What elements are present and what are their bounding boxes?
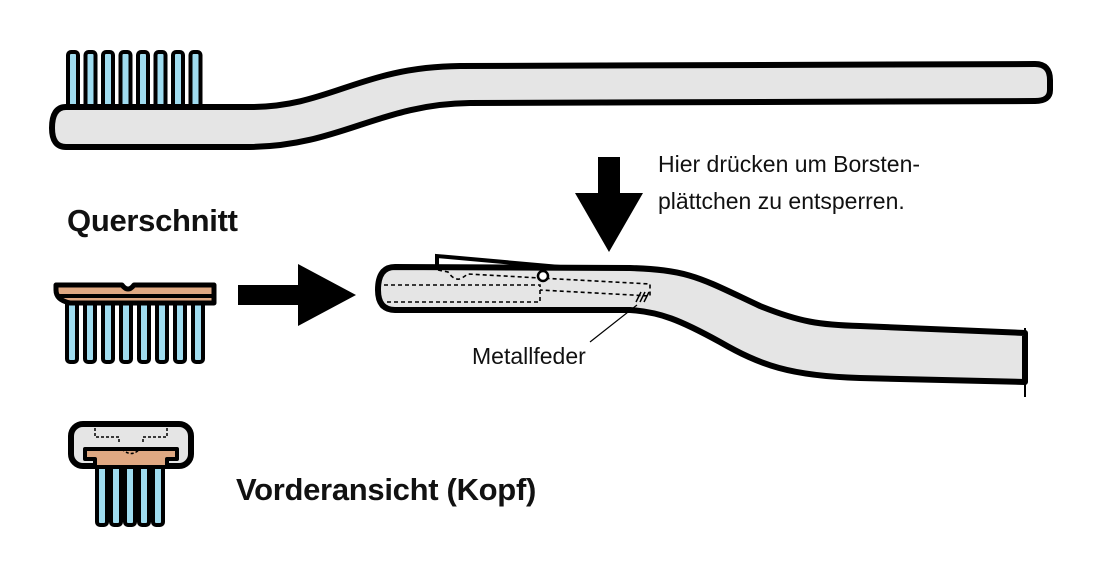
bristle bbox=[83, 298, 97, 364]
bristle bbox=[191, 298, 205, 364]
bristle bbox=[118, 50, 133, 114]
bristle bbox=[65, 298, 79, 364]
bristle bbox=[137, 298, 151, 364]
instruction-text-line2: plättchen zu entsperren. bbox=[658, 188, 905, 214]
bristle bbox=[153, 50, 168, 114]
bristle bbox=[173, 298, 187, 364]
bristle bbox=[109, 460, 123, 527]
bristle bbox=[151, 460, 165, 527]
bristle bbox=[137, 460, 151, 527]
spring-leader-line bbox=[589, 304, 638, 343]
cross-section-handle bbox=[375, 264, 1028, 385]
bristle bbox=[155, 298, 169, 364]
bristle bbox=[95, 460, 109, 527]
down-arrow-icon bbox=[575, 157, 643, 252]
front-view-head bbox=[68, 421, 194, 527]
bristle bbox=[136, 50, 150, 114]
right-arrow-icon bbox=[238, 264, 356, 326]
cross-section-toothbrush bbox=[375, 253, 1028, 397]
bristle bbox=[119, 298, 133, 364]
bristle-plate-cross-section bbox=[53, 282, 217, 364]
bristle bbox=[171, 50, 185, 114]
lock-pin bbox=[536, 269, 550, 283]
spring-label: Metallfeder bbox=[472, 343, 586, 369]
instruction-text-line1: Hier drücken um Borsten- bbox=[658, 151, 921, 177]
bristle bbox=[101, 50, 115, 114]
bristle bbox=[66, 50, 80, 114]
bristle bbox=[188, 50, 203, 114]
release-lever bbox=[435, 253, 561, 269]
top-toothbrush-handle bbox=[49, 61, 1053, 150]
top-bristles bbox=[66, 50, 203, 114]
metal-spring bbox=[635, 291, 650, 303]
cross-section-heading: Querschnitt bbox=[67, 203, 238, 238]
front-view-heading: Vorderansicht (Kopf) bbox=[236, 472, 536, 507]
bristle bbox=[83, 50, 98, 114]
hidden-plate-outline bbox=[384, 269, 651, 303]
bristle bbox=[123, 460, 137, 527]
bristle bbox=[101, 298, 115, 364]
